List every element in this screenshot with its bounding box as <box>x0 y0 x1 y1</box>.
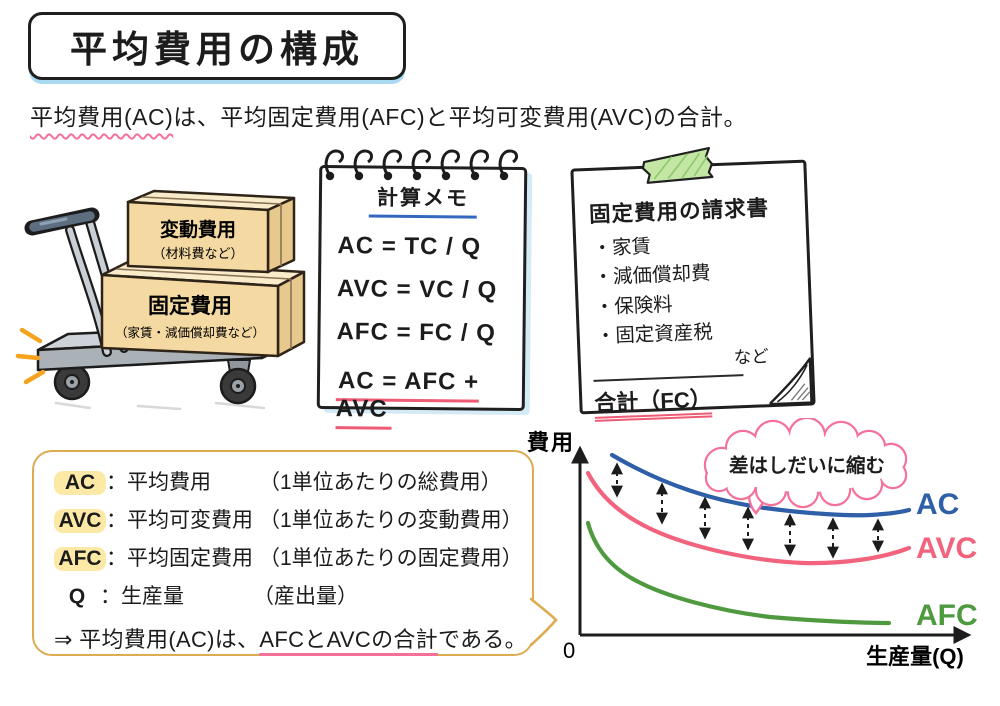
chart-axes <box>571 445 972 644</box>
emphasis-marks-icon <box>15 327 46 385</box>
variable-cost-box-sub: （材料費など） <box>152 246 243 261</box>
formula-sum: AC = AFC + AVC <box>320 367 523 430</box>
cost-chart: 費用 0 生産量(Q) AC AVC AFC <box>527 418 978 669</box>
page-title: 平均費用の構成 <box>70 29 364 70</box>
subtitle-highlight: 平均費用(AC) <box>30 104 174 130</box>
x-axis-label: 生産量(Q) <box>866 644 964 669</box>
ground-hatch-lines <box>54 401 266 410</box>
avc-curve-label: AVC <box>916 532 977 565</box>
ac-curve <box>609 452 912 518</box>
gap-arrows <box>611 462 884 559</box>
afc-curve <box>585 520 892 626</box>
avc-curve <box>585 470 912 566</box>
cart-wheel-right <box>219 359 257 405</box>
invoice-title: 固定費用の請求書 <box>588 196 770 227</box>
fixed-cost-box-sub: （家賃・減価償却費など） <box>115 325 265 340</box>
formula-afc: AFC = FC / Q <box>336 318 497 347</box>
cart-illustration: 固定費用 （家賃・減価償却費など） 変動費用 （材料費など） <box>15 189 306 410</box>
annotation-text: 差はしだいに縮む <box>729 454 885 477</box>
legend-conclusion: ⇒ 平均費用(AC)は、AFCとAVCの合計である。 <box>54 627 527 652</box>
legend-term-ac: AC <box>54 471 106 495</box>
annotation-cloud: 差はしだいに縮む <box>703 418 908 515</box>
variable-cost-box-label: 変動費用 <box>160 218 236 241</box>
calc-memo-notepad: 計算メモ AC = TC / Q AVC = VC / Q AFC = FC /… <box>316 164 528 430</box>
legend-term-afc: AFC <box>54 547 106 571</box>
fixed-cost-box: 固定費用 （家賃・減価償却費など） <box>100 260 306 358</box>
ac-curve-label: AC <box>916 488 959 521</box>
fixed-cost-invoice: 固定費用の請求書 ・家賃 ・減価償却費 ・保険料 ・固定資産税 など 合計（FC… <box>570 159 816 416</box>
page-curl-icon <box>768 357 813 406</box>
subtitle-rest: は、平均固定費用(AFC)と平均可変費用(AVC)の合計。 <box>173 104 748 130</box>
afc-curve-label: AFC <box>916 599 978 632</box>
invoice-divider <box>593 374 744 382</box>
origin-label: 0 <box>563 638 575 663</box>
subtitle: 平均費用(AC)は、平均固定費用(AFC)と平均可変費用(AVC)の合計。 <box>30 98 747 132</box>
fixed-cost-box-label: 固定費用 <box>148 294 232 318</box>
legend-term-avc: AVC <box>54 509 106 533</box>
tape-icon <box>641 146 714 184</box>
legend-row-afc: AFC ： 平均固定費用 （1単位あたりの固定費用） <box>54 542 532 572</box>
variable-cost-box: 変動費用 （材料費など） <box>126 189 296 274</box>
invoice-total: 合計（FC） <box>593 386 713 416</box>
formula-avc: AVC = VC / Q <box>336 275 498 304</box>
formula-ac: AC = TC / Q <box>337 232 482 261</box>
spiral-binding-icon <box>324 149 519 182</box>
legend-row-q: Q ： 生産量 （産出量） <box>54 580 532 610</box>
invoice-items: ・家賃 ・減価償却費 ・保険料 ・固定資産税 <box>592 227 810 352</box>
legend-bubble: AC ： 平均費用 （1単位あたりの総費用） AVC ： 平均可変費用 （1単位… <box>32 450 534 656</box>
legend-row-ac: AC ： 平均費用 （1単位あたりの総費用） <box>54 466 532 496</box>
page-title-box: 平均費用の構成 <box>28 12 406 80</box>
y-axis-label: 費用 <box>527 430 575 455</box>
legend-term-q: Q <box>68 585 86 608</box>
legend-bubble-tail <box>530 597 558 647</box>
legend-row-avc: AVC ： 平均可変費用 （1単位あたりの変動費用） <box>54 504 532 534</box>
